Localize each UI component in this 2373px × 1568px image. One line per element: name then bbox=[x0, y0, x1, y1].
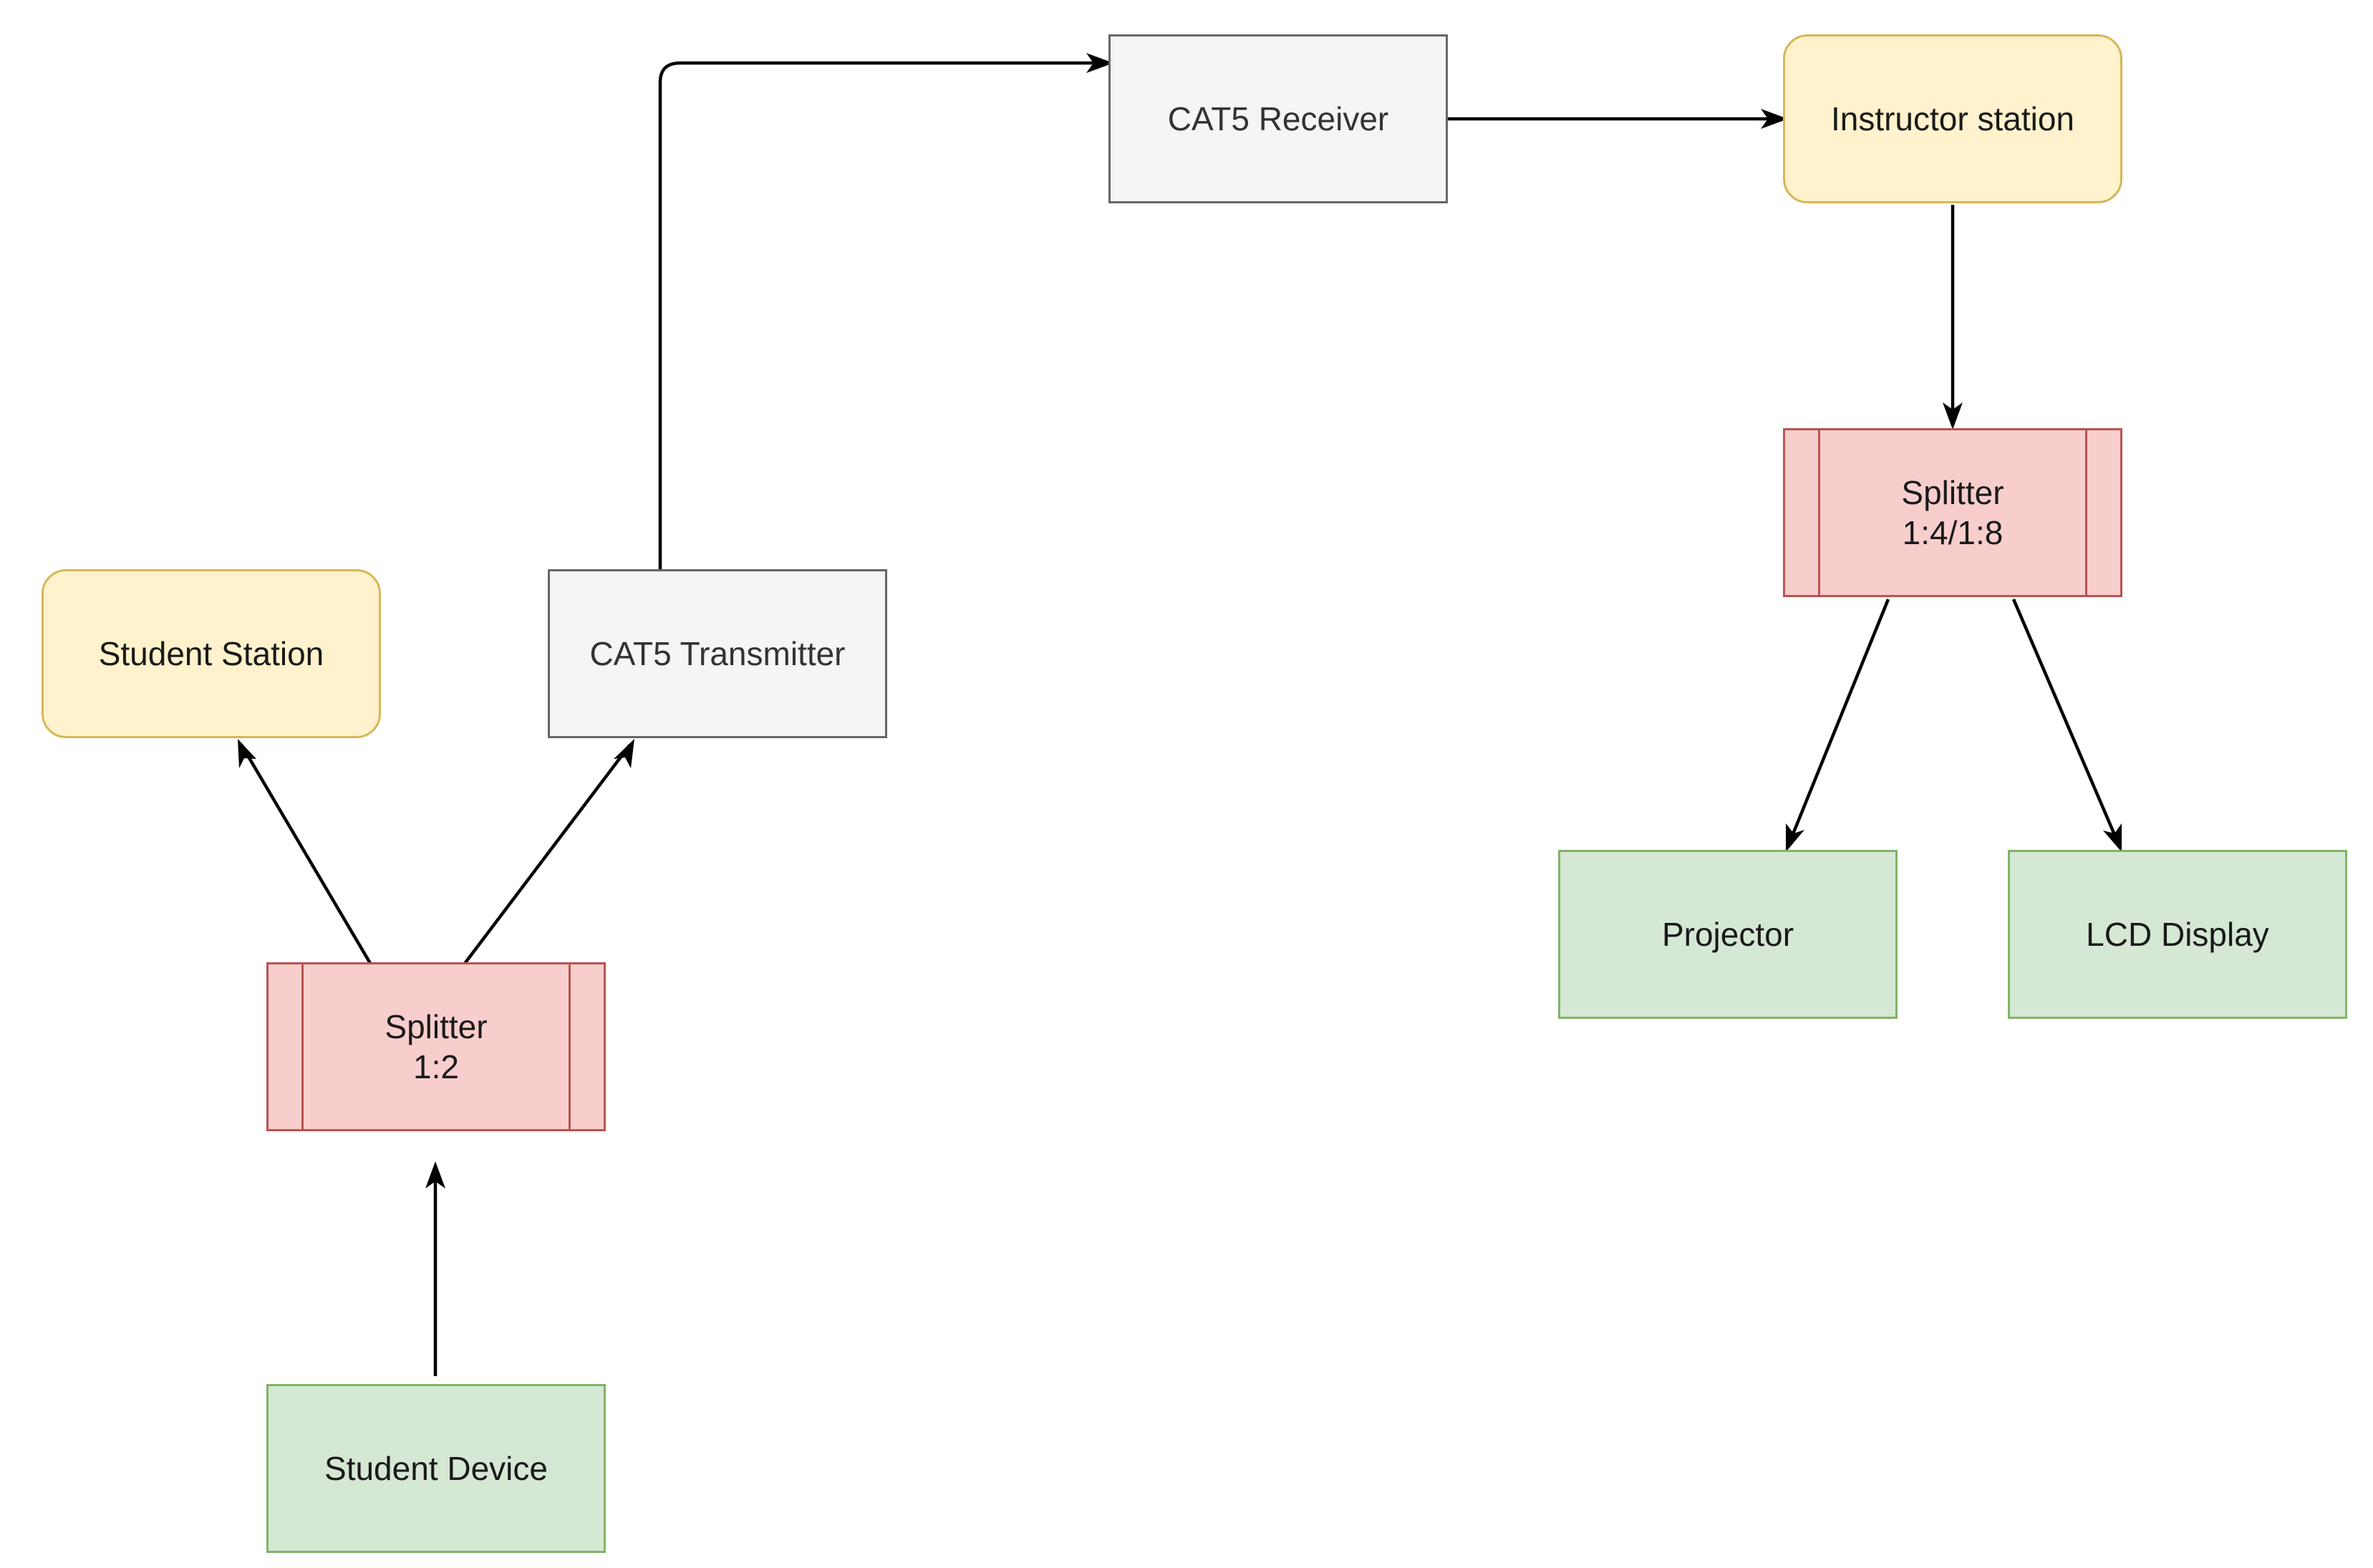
student-station-label: Student Station bbox=[98, 635, 324, 672]
student-device-label: Student Device bbox=[324, 1450, 548, 1487]
splitter-divider bbox=[301, 964, 304, 1129]
cat5-transmitter-label: CAT5 Transmitter bbox=[589, 635, 846, 672]
student-device-node: Student Device bbox=[266, 1384, 606, 1553]
student-station-node: Student Station bbox=[42, 569, 381, 738]
splitter-divider bbox=[2085, 430, 2087, 595]
edge-cat5-transmitter-to-receiver bbox=[658, 61, 1108, 569]
arrowhead bbox=[238, 739, 256, 768]
arrowhead bbox=[1086, 53, 1113, 73]
arrowhead bbox=[1761, 109, 1788, 129]
arrowhead bbox=[614, 739, 634, 768]
arrowhead bbox=[425, 1161, 445, 1189]
projector-label: Projector bbox=[1661, 916, 1794, 953]
edge-splitter-to-lcd-display bbox=[2011, 599, 2122, 847]
edge-splitter-to-student-station bbox=[240, 743, 372, 966]
instructor-station-node: Instructor station bbox=[1783, 34, 2122, 203]
cat5-receiver-node: CAT5 Receiver bbox=[1108, 34, 1448, 203]
splitter-divider bbox=[569, 964, 571, 1129]
cat5-receiver-label: CAT5 Receiver bbox=[1167, 100, 1389, 137]
lcd-display-label: LCD Display bbox=[2086, 916, 2269, 953]
splitter-1-2-node: Splitter 1:2 bbox=[266, 962, 606, 1131]
splitter-1-4-1-8-label: Splitter 1:4/1:8 bbox=[1901, 474, 2004, 551]
projector-node: Projector bbox=[1558, 850, 1898, 1019]
arrowhead bbox=[1786, 823, 1804, 852]
splitter-1-2-label: Splitter 1:2 bbox=[385, 1008, 488, 1085]
edge-splitter-to-projector bbox=[1786, 599, 1890, 847]
edge-splitter-to-cat5-transmitter bbox=[463, 743, 632, 966]
splitter-1-4-1-8-node: Splitter 1:4/1:8 bbox=[1783, 428, 2122, 597]
instructor-station-label: Instructor station bbox=[1830, 100, 2075, 137]
arrowhead bbox=[2103, 823, 2122, 852]
cat5-transmitter-node: CAT5 Transmitter bbox=[548, 569, 887, 738]
splitter-divider bbox=[1818, 430, 1820, 595]
arrowhead bbox=[1943, 402, 1963, 430]
lcd-display-node: LCD Display bbox=[2008, 850, 2347, 1019]
